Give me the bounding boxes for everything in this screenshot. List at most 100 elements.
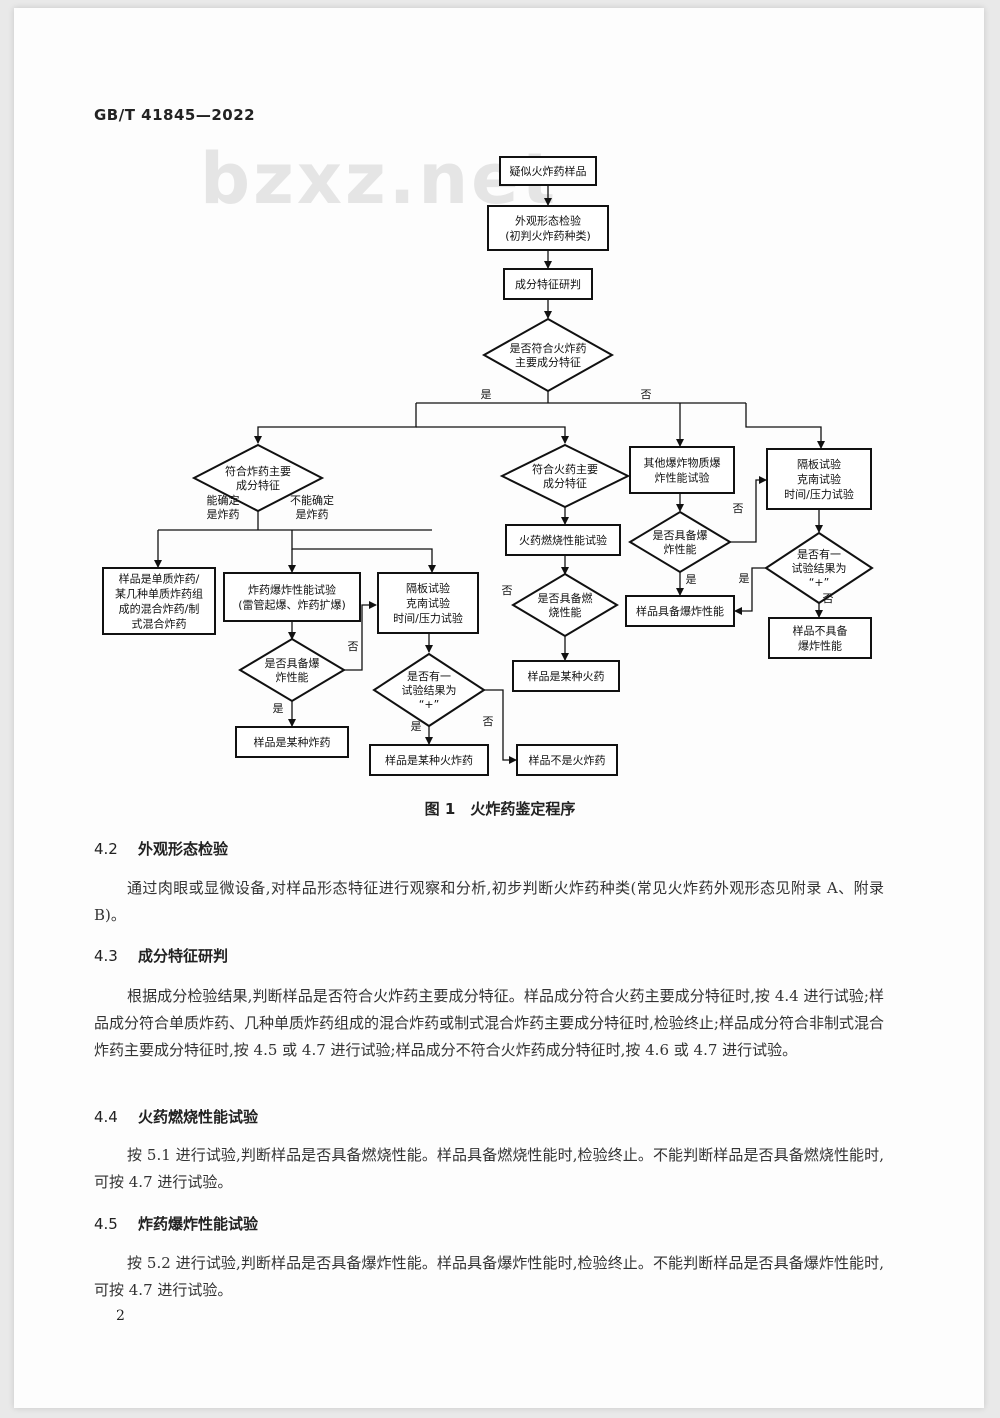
box-some-propellant bbox=[512, 660, 620, 692]
box-appearance-inspection bbox=[487, 205, 609, 251]
box-single-explosive bbox=[102, 567, 216, 635]
box-blast-test-text: 炸药爆炸性能试验 bbox=[248, 583, 336, 597]
connector-line bbox=[484, 689, 517, 764]
box-some-pyro bbox=[369, 744, 489, 776]
label-no-other-blast: 否 bbox=[733, 502, 744, 515]
box-some-explosive-text: 样品是某种炸药 bbox=[254, 735, 331, 749]
box-blast-test-text: (雷管起爆、炸药扩爆) bbox=[238, 598, 346, 612]
box-no-blast bbox=[768, 617, 872, 659]
label-yes-any-mid: 是 bbox=[411, 720, 422, 733]
label-no-any-mid: 否 bbox=[483, 715, 494, 728]
diamond-any-positive-right-text: 试验结果为 bbox=[792, 561, 847, 575]
box-not-pyro-text: 样品不是火炸药 bbox=[529, 753, 606, 767]
box-blast-test bbox=[223, 572, 361, 622]
box-suspected-sample-text: 疑似火炸药样品 bbox=[510, 164, 587, 178]
label-can-determine: 是炸药 bbox=[207, 508, 240, 521]
box-component-analysis bbox=[503, 268, 593, 300]
diamond-any-positive-mid-text: “+” bbox=[419, 698, 440, 711]
section-4-3-body: 根据成分检验结果,判断样品是否符合火炸药主要成分特征。样品成分符合火药主要成分特… bbox=[94, 987, 884, 1059]
box-single-explosive-text: 样品是单质炸药/ bbox=[119, 572, 200, 586]
box-suspected-sample bbox=[499, 156, 597, 186]
page-number: 2 bbox=[116, 1308, 125, 1324]
connector-line bbox=[730, 476, 767, 543]
box-no-blast-text: 爆炸性能 bbox=[798, 639, 842, 653]
label-no-blast-mid: 否 bbox=[348, 640, 359, 653]
box-appearance-inspection-text: (初判火炸药种类) bbox=[505, 229, 591, 243]
diamond-any-positive-right-text: “+” bbox=[809, 576, 830, 589]
box-single-explosive-text: 成的混合炸药/制 bbox=[119, 602, 200, 616]
diamond-blast-performance bbox=[238, 637, 346, 703]
box-gap-test-mid-text: 克南试验 bbox=[406, 596, 450, 610]
diamond-meets-main-features bbox=[481, 317, 615, 393]
diamond-explosive-features bbox=[191, 443, 325, 513]
connector-line bbox=[734, 567, 766, 615]
flowchart-connectors bbox=[154, 185, 825, 764]
box-burn-test bbox=[505, 524, 621, 556]
box-gap-test-right bbox=[766, 448, 872, 510]
diamond-burn-performance-text: 是否具备燃 bbox=[538, 591, 593, 605]
diamond-propellant-features bbox=[499, 443, 631, 509]
diamond-any-positive-mid-text: 试验结果为 bbox=[402, 683, 457, 697]
box-not-pyro bbox=[516, 744, 618, 776]
diamond-other-blast-text: 是否具备爆 bbox=[653, 528, 708, 542]
diamond-explosive-features-text: 成分特征 bbox=[236, 478, 280, 492]
connector-line bbox=[344, 601, 377, 671]
connector-line bbox=[416, 426, 569, 444]
label-no-burn: 否 bbox=[502, 584, 513, 597]
box-gap-test-mid bbox=[377, 572, 479, 634]
box-gap-test-mid-text: 时间/压力试验 bbox=[393, 611, 463, 625]
label-cannot-determine: 不能确定 bbox=[290, 493, 334, 507]
section-4-5-body: 按 5.2 进行试验,判断样品是否具备爆炸性能。样品具备爆炸性能时,检验终止。不… bbox=[94, 1254, 884, 1299]
diamond-meets-main-features-text: 主要成分特征 bbox=[515, 355, 581, 369]
diamond-blast-performance-text: 是否具备爆 bbox=[265, 656, 320, 670]
diamond-explosive-features-text: 符合炸药主要 bbox=[225, 464, 291, 478]
box-gap-test-right-text: 时间/压力试验 bbox=[784, 487, 854, 501]
diamond-propellant-features-text: 成分特征 bbox=[543, 476, 587, 490]
box-some-propellant-text: 样品是某种火药 bbox=[528, 669, 605, 683]
diamond-blast-performance-text: 炸性能 bbox=[276, 670, 309, 684]
label-yes-other-blast: 是 bbox=[686, 573, 697, 586]
diamond-meets-main-features-text: 是否符合火炸药 bbox=[510, 341, 587, 355]
diamond-any-positive-right bbox=[764, 531, 874, 605]
diamond-propellant-features-text: 符合火药主要 bbox=[532, 462, 598, 476]
diamond-burn-performance-text: 烧性能 bbox=[549, 605, 582, 619]
box-gap-test-right-text: 克南试验 bbox=[797, 472, 841, 486]
connector-line bbox=[745, 403, 825, 449]
box-other-blast-test bbox=[629, 446, 735, 494]
section-4-4-body: 按 5.1 进行试验,判断样品是否具备燃烧性能。样品具备燃烧性能时,检验终止。不… bbox=[94, 1146, 884, 1191]
connector-line bbox=[254, 403, 417, 444]
box-single-explosive-text: 式混合炸药 bbox=[132, 617, 187, 631]
box-single-explosive-text: 某几种单质炸药组 bbox=[115, 587, 203, 601]
box-burn-test-text: 火药燃烧性能试验 bbox=[519, 533, 607, 547]
box-appearance-inspection-text: 外观形态检验 bbox=[515, 214, 581, 228]
label-yes-main: 是 bbox=[481, 388, 492, 401]
label-no-main: 否 bbox=[641, 388, 652, 401]
box-some-explosive bbox=[235, 726, 349, 758]
connector-line bbox=[291, 530, 436, 573]
label-yes-any-right: 是 bbox=[739, 572, 750, 585]
label-yes-blast-mid: 是 bbox=[273, 702, 284, 715]
box-component-analysis-text: 成分特征研判 bbox=[515, 277, 581, 291]
section-4-2-body: 通过肉眼或显微设备,对样品形态特征进行观察和分析,初步判断火炸药种类(常见火炸药… bbox=[94, 879, 884, 924]
box-other-blast-test-text: 其他爆炸物质爆 bbox=[644, 456, 721, 470]
box-no-blast-text: 样品不具备 bbox=[793, 624, 848, 638]
box-other-blast-test-text: 炸性能试验 bbox=[655, 471, 710, 485]
diamond-any-positive-right-text: 是否有一 bbox=[797, 547, 841, 561]
label-no-any-right: 否 bbox=[823, 592, 834, 605]
box-some-pyro-text: 样品是某种火炸药 bbox=[385, 753, 473, 767]
box-gap-test-right-text: 隔板试验 bbox=[797, 457, 841, 471]
flowchart-shapes bbox=[102, 156, 874, 776]
box-has-blast bbox=[625, 595, 735, 627]
diamond-other-blast bbox=[628, 510, 732, 574]
standard-number: GB/T 41845—2022 bbox=[94, 106, 256, 124]
diamond-other-blast-text: 炸性能 bbox=[664, 542, 697, 556]
box-has-blast-text: 样品具备爆炸性能 bbox=[636, 604, 724, 618]
diamond-any-positive-mid-text: 是否有一 bbox=[407, 669, 451, 683]
figure-caption: 图 1 火炸药鉴定程序 bbox=[424, 800, 576, 818]
